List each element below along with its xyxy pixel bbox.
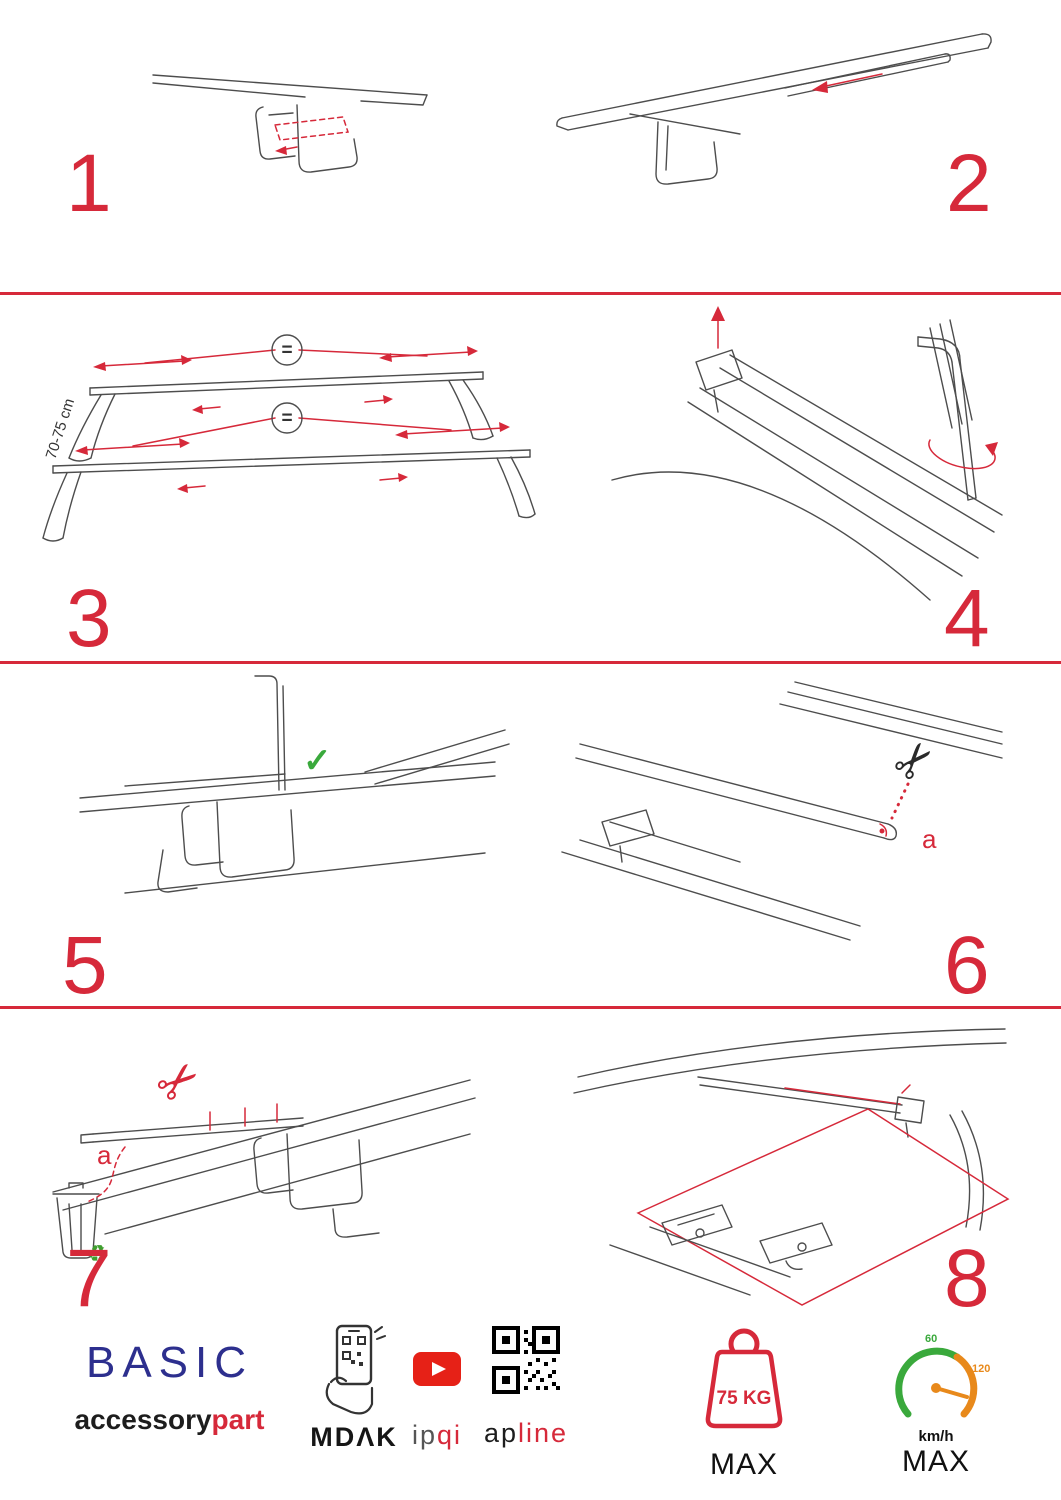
speedometer-icon: 60 120 — [895, 1333, 990, 1418]
brand-basic: BASIC — [85, 1338, 254, 1387]
brand-block: BASIC accessorypart — [62, 1338, 277, 1436]
step-6-illustration: ✂ a — [550, 672, 1005, 947]
measure-arrow — [100, 360, 186, 367]
scissors-icon: ✂ — [882, 729, 948, 794]
apline-block: apline — [484, 1326, 568, 1449]
discard-path — [86, 1146, 126, 1203]
step-4-number: 4 — [944, 573, 990, 664]
strip-highlight — [784, 1087, 901, 1105]
equal-badge — [271, 334, 303, 366]
cut-end-highlight — [879, 823, 888, 837]
step-2-illustration — [530, 22, 1005, 207]
weight-max-label: MAX — [709, 1448, 778, 1481]
scissors-icon: ✂ — [145, 1047, 213, 1117]
brand-accessorypart: accessorypart — [74, 1404, 265, 1435]
speed-max-label: MAX — [901, 1445, 970, 1478]
step-1-number: 1 — [66, 138, 112, 229]
phone-scan-icon — [325, 1324, 386, 1415]
gauge-high-tick: 120 — [972, 1363, 990, 1375]
ipqi-label: ipqi — [411, 1420, 463, 1450]
check-icon: ✓ — [303, 742, 332, 780]
gauge-needle — [934, 1386, 969, 1399]
cut-line — [890, 782, 910, 820]
youtube-play-icon — [432, 1362, 446, 1376]
step-3-number: 3 — [66, 573, 112, 664]
gauge-low-tick: 60 — [925, 1333, 937, 1345]
rotate-arrow — [928, 439, 996, 470]
section-divider — [0, 1006, 1061, 1009]
recycle-icon: ♻ — [87, 1241, 109, 1268]
step-2-number: 2 — [946, 138, 992, 229]
step-6-number: 6 — [944, 920, 990, 1011]
step-8-number: 8 — [944, 1233, 990, 1324]
section-divider — [0, 661, 1061, 664]
equal-sign: = — [281, 408, 292, 429]
youtube-icon — [413, 1352, 461, 1386]
measure-arrow — [402, 427, 504, 435]
cut-point-label-a: a — [97, 1140, 112, 1170]
pad-highlight — [273, 116, 350, 141]
step-7-illustration: ✂ a ♻ — [35, 1022, 480, 1272]
equal-sign: = — [281, 340, 292, 361]
qr-code-icon — [492, 1326, 560, 1394]
speed-limit-block: 60 120 km/h MAX — [874, 1330, 998, 1479]
step-3-illustration: = = 70-75 cm — [35, 310, 550, 575]
step-5-number: 5 — [62, 920, 108, 1011]
weight-limit-value: 75 KG — [717, 1388, 772, 1409]
speed-unit-label: km/h — [918, 1428, 954, 1445]
trash-bin-icon — [52, 1182, 100, 1259]
step-8-illustration — [550, 1015, 1015, 1310]
equal-badge — [271, 402, 303, 434]
mdak-block: MDΛK — [296, 1324, 412, 1453]
weight-limit-block: 75 KG MAX — [684, 1322, 804, 1482]
mdak-label: MDΛK — [310, 1422, 398, 1452]
step-5-illustration: ✓ — [65, 668, 510, 938]
cut-point-label-a: a — [922, 824, 937, 854]
step-7-number: 7 — [66, 1233, 112, 1324]
allen-key — [951, 361, 969, 501]
measure-arrow — [386, 351, 472, 358]
step-1-illustration — [145, 55, 435, 245]
section-divider — [0, 292, 1061, 295]
step-4-illustration — [600, 300, 1010, 640]
measurement-label: 70-75 cm — [43, 397, 78, 462]
slide-arrow — [825, 73, 883, 87]
measure-arrow — [82, 443, 184, 451]
ipqi-block: ipqi — [398, 1352, 476, 1451]
detail-frame — [636, 1108, 1010, 1306]
weight-icon: 75 KG — [705, 1328, 783, 1429]
apline-label: apline — [483, 1418, 569, 1448]
